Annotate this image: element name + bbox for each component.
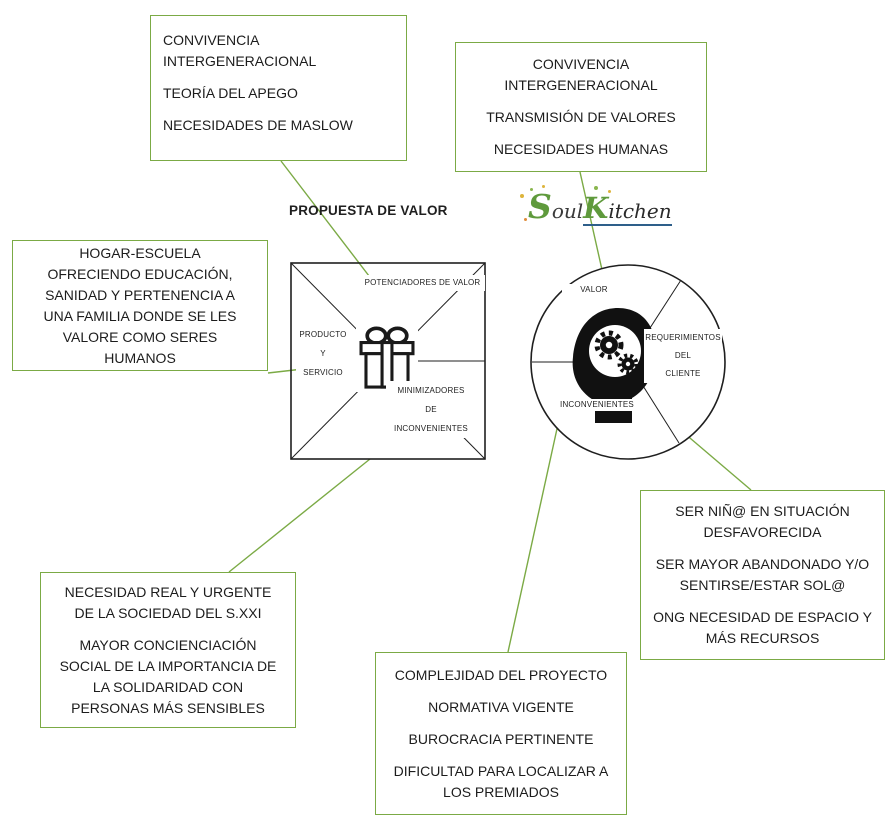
note-text: TRANSMISIÓN DE VALORES [486,109,676,125]
note-box-values: CONVIVENCIA INTERGENERACIONAL TRANSMISIÓ… [455,42,707,172]
logo-sparkle [594,186,598,190]
note-box-social-need: NECESIDAD REAL Y URGENTE DE LA SOCIEDAD … [40,572,296,728]
label-gain-creators: POTENCIADORES DE VALOR [360,275,485,291]
label-products-services: PRODUCTO Y SERVICIO [296,325,350,382]
logo-sparkle [520,194,524,198]
logo-letter-s: S [528,187,552,226]
note-text: ONG NECESIDAD DE ESPACIO Y MÁS RECURSOS [653,609,872,646]
note-text: SER NIÑ@ EN SITUACIÓN DESFAVORECIDA [675,503,850,540]
label-gains: VALOR [562,284,626,296]
note-text: HOGAR-ESCUELA OFRECIENDO EDUCACIÓN, SANI… [43,244,237,366]
customer-profile-circle: VALOR REQUERIMIENTOS DEL CLIENTE INCONVE… [529,263,727,461]
note-box-theories: CONVIVENCIA INTERGENERACIONAL TEORÍA DEL… [150,15,407,161]
logo-sparkle [530,188,533,191]
note-text: NORMATIVA VIGENTE [428,698,574,715]
logo-kitchen-underlined: K itchen [583,191,672,226]
logo-text-oul: oul [551,199,584,223]
note-text: NECESIDADES HUMANAS [493,141,669,157]
note-box-home-school: HOGAR-ESCUELA OFRECIENDO EDUCACIÓN, SANI… [12,240,268,371]
head-gears-icon [572,308,656,423]
note-text: NECESIDAD REAL Y URGENTE DE LA SOCIEDAD … [64,583,272,621]
label-line: CLIENTE [665,369,701,378]
diagram-title: PROPUESTA DE VALOR [289,203,448,218]
note-text: CONVIVENCIA INTERGENERACIONAL [163,32,317,69]
label-line: DE [425,405,437,414]
label-line: DEL [674,351,692,360]
gear-large [594,330,624,360]
note-text: SER MAYOR ABANDONADO Y/O SENTIRSE/ESTAR … [655,556,870,593]
value-map-square: POTENCIADORES DE VALOR PRODUCTO Y SERVIC… [290,262,486,460]
label-line: INCONVENIENTES [394,424,468,433]
label-line: REQUERIMIENTOS [645,333,721,342]
note-text: CONVIVENCIA INTERGENERACIONAL [504,56,658,93]
label-line: Y [320,349,326,358]
note-text: NECESIDADES DE MASLOW [163,117,353,133]
label-pain-relievers: MINIMIZADORES DE INCONVENIENTES [386,381,476,438]
note-text: TEORÍA DEL APEGO [163,85,298,101]
note-text: BUROCRACIA PERTINENTE [408,730,594,747]
label-line: PRODUCTO [299,330,347,339]
label-pains: INCONVENIENTES [555,399,639,411]
soulkitchen-logo: S oul K itchen [520,185,672,226]
label-line: MINIMIZADORES [397,386,465,395]
logo-sparkle [542,185,545,188]
note-box-project-complexity: COMPLEJIDAD DEL PROYECTO NORMATIVA VIGEN… [375,652,627,815]
logo-letter-k: K [583,191,609,225]
note-text: MAYOR CONCIENCIACIÓN SOCIAL DE LA IMPORT… [59,636,277,716]
connector-need-to-square [228,458,371,573]
logo-sparkle [524,218,527,221]
logo-sparkle [608,190,611,193]
logo-text-itchen: itchen [608,199,672,223]
note-box-client-situations: SER NIÑ@ EN SITUACIÓN DESFAVORECIDA SER … [640,490,885,660]
label-line: SERVICIO [303,368,343,377]
gear-small [617,353,639,375]
note-text: COMPLEJIDAD DEL PROYECTO [394,666,608,683]
label-customer-requirements: REQUERIMIENTOS DEL CLIENTE [644,329,722,383]
note-text: DIFICULTAD PARA LOCALIZAR A LOS PREMIADO… [393,762,609,800]
